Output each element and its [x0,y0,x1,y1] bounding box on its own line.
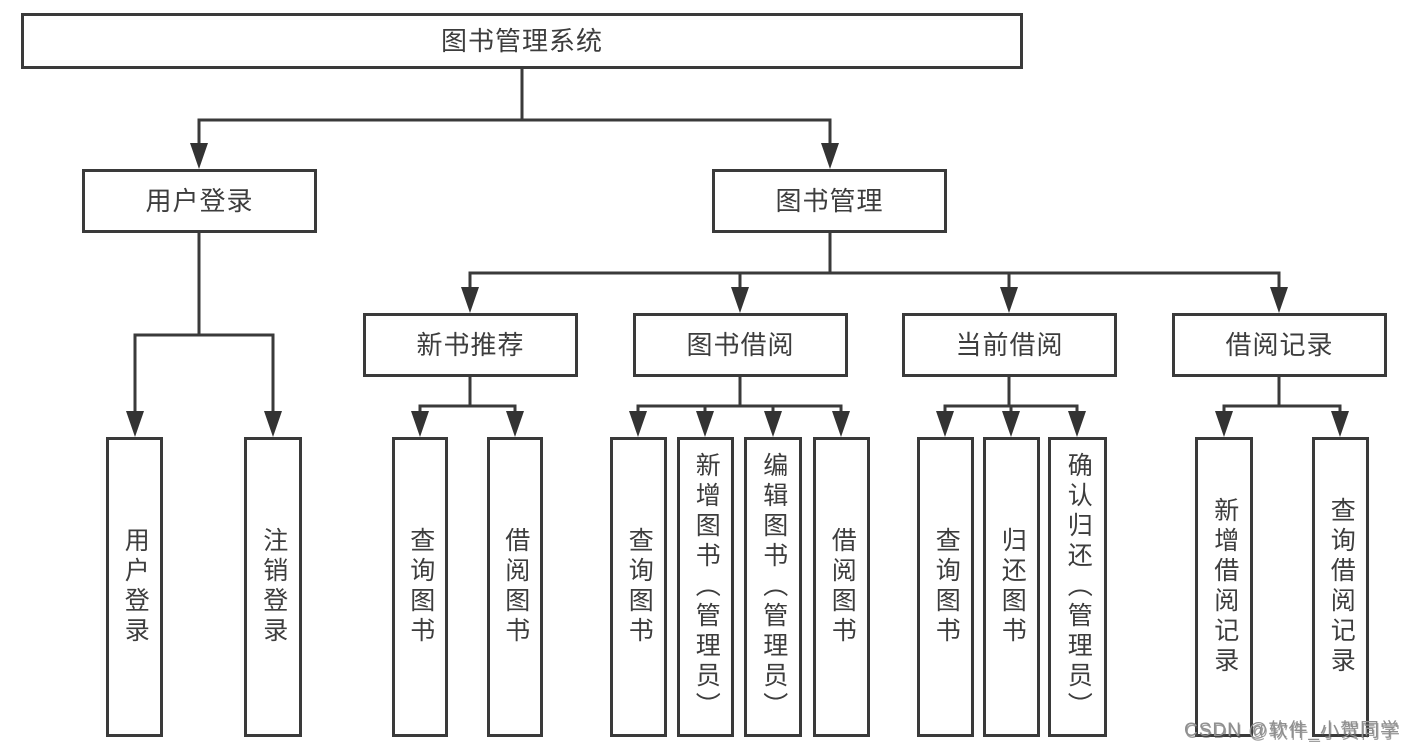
node-book-borrow: 图书借阅 [633,313,848,377]
node-label: 图书借阅 [686,330,795,360]
node-label: 查询图书 [625,527,654,647]
node-label: 借阅记录 [1225,330,1334,360]
node-leaf-add-book-admin: 新增图书（管理员） [677,437,734,737]
node-label: 查询图书 [406,527,435,647]
csdn-watermark: CSDN @软件_小贺同学 [1184,720,1400,741]
node-current-borrow: 当前借阅 [902,313,1117,377]
node-label: 图书管理系统 [440,26,603,56]
node-label: 注销登录 [259,527,288,647]
node-label: 用户登录 [121,527,150,647]
node-leaf-borrow-books: 借阅图书 [487,437,543,737]
node-label: 编辑图书（管理员） [759,452,788,722]
node-leaf-return-book: 归还图书 [983,437,1040,737]
node-leaf-user-login: 用户登录 [106,437,163,737]
node-book-management: 图书管理 [712,169,947,233]
node-leaf-add-borrow-record: 新增借阅记录 [1195,437,1253,737]
node-leaf-query-books: 查询图书 [610,437,667,737]
node-leaf-edit-book-admin: 编辑图书（管理员） [744,437,802,737]
node-label: 借阅图书 [501,527,530,647]
node-label: 新增借阅记录 [1210,497,1239,677]
node-leaf-confirm-return-admin: 确认归还（管理员） [1048,437,1107,737]
node-label: 图书管理 [775,186,884,216]
arrowheads [126,143,1349,437]
node-label: 确认归还（管理员） [1064,452,1093,722]
node-borrow-records: 借阅记录 [1172,313,1387,377]
node-label: 查询借阅记录 [1327,497,1356,677]
node-label: 当前借阅 [955,330,1064,360]
node-leaf-query-books: 查询图书 [917,437,974,737]
node-library-management-system: 图书管理系统 [21,13,1023,69]
node-new-book-recommend: 新书推荐 [363,313,578,377]
node-label: 归还图书 [998,527,1027,647]
node-leaf-query-books: 查询图书 [392,437,448,737]
node-label: 借阅图书 [828,527,857,647]
node-leaf-logout: 注销登录 [244,437,302,737]
node-user-login: 用户登录 [82,169,317,233]
node-label: 新书推荐 [416,330,525,360]
node-leaf-query-borrow-record: 查询借阅记录 [1312,437,1369,737]
node-label: 用户登录 [145,186,254,216]
node-label: 新增图书（管理员） [692,452,721,722]
node-leaf-borrow-books: 借阅图书 [813,437,870,737]
node-label: 查询图书 [932,527,961,647]
